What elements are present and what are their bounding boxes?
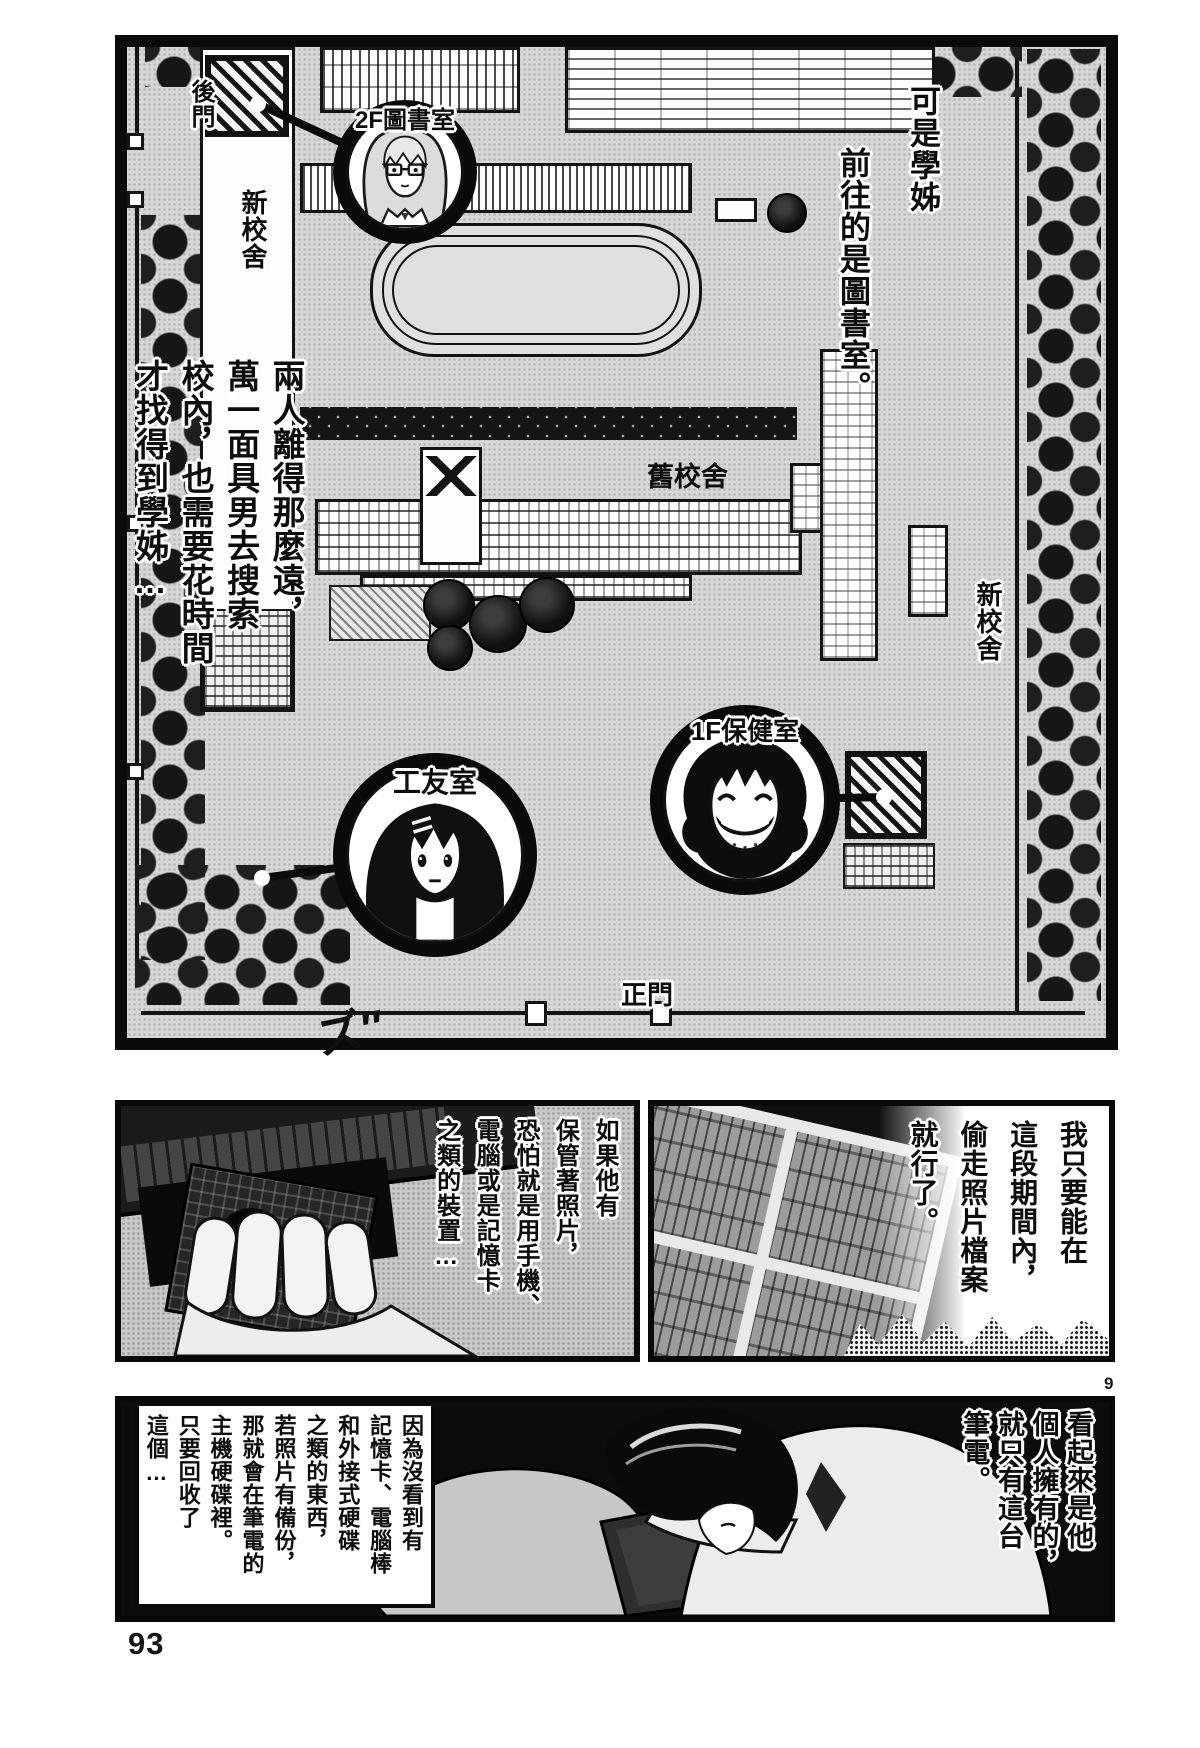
bush	[469, 595, 527, 653]
sound-effect: ズ″	[311, 999, 390, 1065]
tree-belt-left	[141, 215, 205, 960]
narration-window: 我只要能在 這段期間內， 偷走照片檔案 就行了。	[907, 1120, 1088, 1294]
school-map-panel: 新校舍 舊校舍 新校舍 後門 正門	[115, 35, 1118, 1050]
top-right-building	[565, 47, 935, 133]
wall-bottom	[141, 1011, 1085, 1015]
bush	[519, 577, 575, 633]
main-gate-post	[650, 1001, 672, 1026]
glasses-girl-portrait-icon	[362, 127, 448, 228]
narration-hdd: 如果他有 保管著照片， 恐怕就是用手機、 電腦或是記憶卡 之類的裝置…	[432, 1118, 618, 1318]
infirmary-building-lower	[843, 843, 935, 889]
window-mullion-vertical	[722, 1128, 798, 1356]
library-pin: 2F圖書室	[333, 100, 477, 244]
narration-left: 兩人離得那麼遠， 萬一面具男去搜索 校內，也需要花時間 才找得到學姊…	[131, 359, 306, 665]
panel-girl: 因為沒看到有 記憶卡、電腦棒 和外接式硬碟 之類的東西， 若照片有備份， 那就會…	[115, 1396, 1115, 1622]
new-building-left-lower-wing	[203, 609, 292, 709]
main-gate-post	[525, 1001, 547, 1026]
tree	[767, 193, 807, 233]
bush	[423, 579, 475, 631]
janitor-room-pin: 工友室	[333, 753, 537, 957]
old-building-main-wing	[315, 499, 802, 575]
panel-number: 9	[1104, 1374, 1114, 1393]
wall-left-lower	[135, 195, 139, 983]
janitor-room-pin-label: 工友室	[392, 767, 478, 798]
wall-left-upper	[135, 47, 139, 142]
page-number: 93	[128, 1626, 165, 1661]
narration-girl-right: 看起來是他 個人擁有的， 就只有這台 筆電。	[959, 1410, 1093, 1578]
wall-post	[127, 133, 144, 150]
narration-top-right-col1: 可是學姊	[905, 85, 940, 213]
library-pin-portrait	[346, 113, 464, 231]
running-track	[370, 223, 702, 357]
infirmary-pin-portrait	[663, 718, 827, 882]
narration-girl-left: 因為沒看到有 記憶卡、電腦棒 和外接式硬碟 之類的東西， 若照片有備份， 那就會…	[143, 1414, 424, 1575]
east-small-building	[908, 525, 948, 617]
new-building-left	[200, 47, 295, 712]
hedge-row	[300, 407, 797, 440]
wall-post	[127, 763, 144, 780]
tree-belt-bottom-left	[135, 865, 350, 1005]
new-building-right-label: 新校舍	[973, 581, 1003, 662]
infirmary-pin: 1F保健室	[650, 705, 840, 895]
new-building-left-label: 新校舍	[238, 189, 268, 270]
hand-icon	[173, 1210, 478, 1356]
wall-post	[127, 515, 144, 532]
east-corridor-building	[820, 349, 878, 661]
wall-post	[127, 191, 144, 208]
janitor-room-pin-portrait	[346, 766, 524, 944]
planter-bed	[329, 585, 431, 641]
panel-hdd: 如果他有 保管著照片， 恐怕就是用手機、 電腦或是記憶卡 之類的裝置…	[115, 1100, 640, 1362]
text-backdrop	[879, 1106, 1109, 1356]
long-hair-girl-portrait-icon	[365, 803, 505, 941]
connector-dot-infirmary	[876, 789, 892, 805]
girl-with-bag-artwork	[365, 1407, 1053, 1616]
connector-dot-janitor	[254, 870, 270, 886]
narration-top-right-col2: 前往的是圖書室。	[835, 147, 870, 403]
connector-dot-library	[250, 96, 266, 112]
tree-belt-right	[1027, 49, 1101, 1001]
small-structure	[715, 198, 757, 222]
grinning-man-portrait-icon	[682, 736, 808, 879]
library-location-marker	[205, 55, 289, 137]
infirmary-pin-label: 1F保健室	[690, 716, 800, 746]
bush	[427, 625, 473, 671]
panel-window: 我只要能在 這段期間內， 偷走照片檔案 就行了。	[648, 1100, 1115, 1362]
old-building-label: 舊校舍	[647, 462, 728, 492]
back-gate-label: 後門	[187, 79, 214, 129]
main-gate-label: 正門	[621, 980, 674, 1010]
wall-right	[1015, 47, 1019, 1013]
old-building-entrance-tower	[420, 447, 482, 565]
library-pin-label: 2F圖書室	[354, 107, 456, 134]
narration-box: 因為沒看到有 記憶卡、電腦棒 和外接式硬碟 之類的東西， 若照片有備份， 那就會…	[135, 1402, 435, 1608]
